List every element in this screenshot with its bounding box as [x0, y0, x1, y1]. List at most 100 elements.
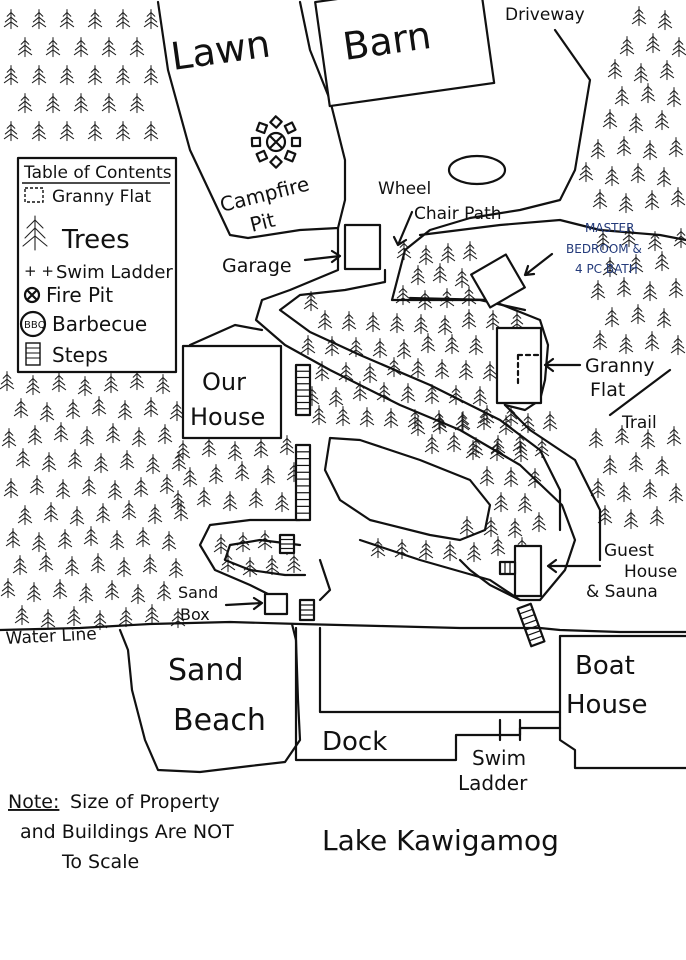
tree-icon [616, 277, 632, 298]
tree-icon [437, 315, 453, 336]
tree-icon [144, 604, 160, 625]
tree-icon [143, 9, 159, 30]
tree-icon [311, 405, 327, 426]
label-4pc-bath: 4 PC BATH [575, 262, 638, 276]
tree-icon [5, 528, 21, 549]
tree-icon [595, 230, 611, 251]
tree-icon [410, 416, 426, 437]
tree-icon [260, 465, 276, 486]
tree-icon [156, 581, 172, 602]
tree-icon [442, 541, 458, 562]
tree-icon [39, 402, 55, 423]
tree-icon [446, 432, 462, 453]
tree-icon [461, 309, 477, 330]
barbecue-icon: BBQ [19, 310, 47, 338]
tree-icon [38, 552, 54, 573]
tree-icon [155, 374, 171, 395]
tree-icon [618, 334, 634, 355]
sandbox [263, 592, 289, 616]
tree-icon [12, 555, 28, 576]
tree-icon [424, 384, 440, 405]
tree-icon [670, 335, 686, 356]
tree-icon [630, 163, 646, 184]
granny-flat-dashed [516, 353, 542, 387]
tree-icon [170, 490, 186, 511]
tree-icon [95, 503, 111, 524]
tree-icon [142, 554, 158, 575]
tree-icon [590, 478, 606, 499]
legend-label-swim-ladder: Swim Ladder [56, 262, 173, 283]
tree-icon [517, 493, 533, 514]
tree-icon [143, 65, 159, 86]
tree-icon [418, 540, 434, 561]
tree-icon [607, 59, 623, 80]
tree-icon [458, 360, 474, 381]
tree-icon [234, 461, 250, 482]
tree-icon [40, 609, 56, 630]
label-garage: Garage [222, 255, 292, 277]
tree-icon [424, 434, 440, 455]
boat-house-outline [558, 634, 686, 770]
label-our: Our [202, 368, 246, 396]
steps-icon [294, 363, 312, 417]
tree-icon [644, 190, 660, 211]
tree-icon [222, 491, 238, 512]
tree-icon [274, 492, 290, 513]
tree-icon [65, 399, 81, 420]
fire-pit-rock [269, 115, 283, 129]
tree-icon [27, 425, 43, 446]
label-sand-beach-1: Sand [168, 653, 243, 688]
tree-icon [145, 454, 161, 475]
tree-icon [78, 583, 94, 604]
tree-icon [531, 512, 547, 533]
tree-icon [43, 502, 59, 523]
fire-pit-icon [250, 115, 302, 169]
tree-icon [119, 450, 135, 471]
tree-icon [542, 411, 558, 432]
tree-icon [479, 466, 495, 487]
tree-icon [303, 291, 319, 312]
steps-icon [294, 443, 312, 522]
tree-icon [493, 492, 509, 513]
tree-icon [3, 65, 19, 86]
tree-icon [396, 339, 412, 360]
tree-icon [170, 608, 186, 629]
label-ladder: Ladder [458, 771, 528, 795]
tree-icon [604, 307, 620, 328]
label-house-2: House [624, 562, 677, 582]
tree-icon [129, 37, 145, 58]
tree-icon [131, 427, 147, 448]
tree-icon [623, 509, 639, 530]
tree-icon [79, 426, 95, 447]
tree-icon [328, 387, 344, 408]
arrow-garage [303, 249, 342, 264]
tree-icon [485, 310, 501, 331]
tree-icon [389, 313, 405, 334]
tree-icon [133, 477, 149, 498]
tree-icon [93, 453, 109, 474]
tree-icon [413, 314, 429, 335]
tree-icon [59, 9, 75, 30]
tree-icon [482, 361, 498, 382]
label-water-line: Water Line [5, 624, 97, 649]
tree-icon [592, 330, 608, 351]
trail-line [608, 368, 672, 417]
tree-icon [640, 429, 656, 450]
tree-icon [242, 557, 258, 578]
label-boat: Boat [575, 651, 635, 681]
tree-icon [434, 359, 450, 380]
fire-pit-rock [283, 121, 297, 135]
path-our-house [188, 323, 264, 347]
tree-icon [588, 428, 604, 449]
tree-icon [365, 312, 381, 333]
tree-icon [668, 137, 684, 158]
tree-icon [55, 479, 71, 500]
tree-icon [41, 452, 57, 473]
tree-icon [335, 406, 351, 427]
path-to-granny [503, 403, 602, 562]
tree-icon [418, 245, 434, 266]
label-guest: Guest [604, 541, 654, 561]
steps-icon [516, 602, 546, 648]
tree-icon [468, 437, 484, 458]
